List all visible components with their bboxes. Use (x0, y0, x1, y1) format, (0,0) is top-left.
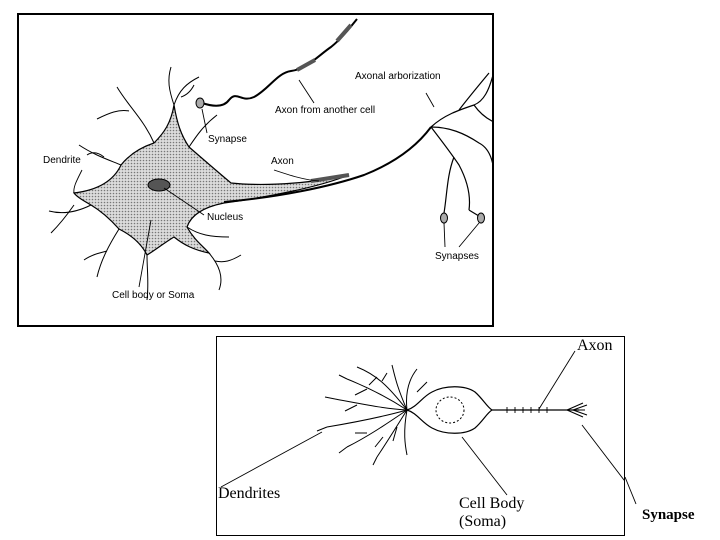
simple-neuron-drawing (220, 350, 624, 496)
label-nucleus: Nucleus (207, 212, 244, 223)
label-leader-lines (220, 350, 624, 496)
dendrite-branches (48, 66, 242, 301)
label-soma: (Soma) (459, 513, 507, 530)
synapse-terminal (477, 212, 485, 224)
neuron-diagram-detailed: Axonal arborization Axon from another ce… (17, 13, 494, 327)
label-axonal-arborization: Axonal arborization (355, 71, 441, 82)
label-dendrite: Dendrite (43, 155, 81, 166)
neuron-drawing (48, 18, 492, 301)
label-axon-from-another-cell: Axon from another cell (275, 105, 376, 116)
axon-terminal (566, 402, 588, 418)
cell-body-soma (72, 104, 350, 256)
synapse-terminal (195, 97, 205, 109)
label-leader-lines (73, 79, 480, 288)
cell-body (404, 386, 494, 434)
label-synapse: Synapse (642, 507, 695, 523)
label-synapses: Synapses (435, 251, 479, 262)
axon-from-another-cell (201, 18, 358, 107)
synapse-terminal (440, 212, 448, 224)
label-axon: Axon (271, 156, 294, 167)
neuron-diagram-simple: Axon Dendrites Cell Body (Soma) (216, 336, 625, 536)
label-synapse: Synapse (208, 134, 247, 145)
dendrite-tree (316, 364, 428, 466)
label-axon: Axon (577, 337, 613, 354)
label-cell-body: Cell Body (459, 495, 525, 512)
axonal-arborization (430, 72, 492, 218)
label-dendrites: Dendrites (218, 485, 281, 502)
nucleus (147, 178, 171, 192)
label-cell-body: Cell body or Soma (112, 290, 195, 301)
axon-shaft (223, 126, 432, 203)
nucleus (435, 396, 465, 424)
